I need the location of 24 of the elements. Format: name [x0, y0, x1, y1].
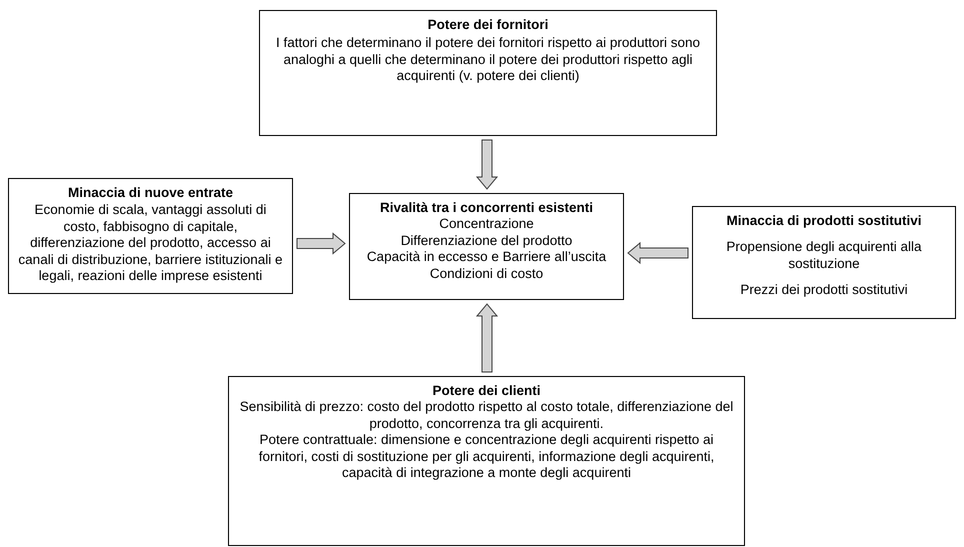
list-item: Propensione degli acquirenti alla sostituzione — [725, 239, 923, 272]
box-heading: Potere dei fornitori — [428, 17, 548, 34]
list-item: Differenziazione del prodotto — [400, 232, 572, 250]
text-box — [8, 178, 293, 294]
text-box — [349, 193, 624, 300]
block-arrow — [296, 232, 346, 255]
block-arrow — [476, 140, 498, 190]
box-text: Potere contrattuale: dimensione e concentrazione degli acquirenti rispetto ai fornitori, costi di sostituzione per gli acquirenti, informazione degli acquirenti, capacità di integrazione a monte degli acquirenti — [258, 432, 716, 482]
box-text: Economie di scala, vantaggi assoluti di costo, fabbisogno di capitale, differenziazione del prodotto, accesso ai canali di distribuzione, barriere istituzionali e legali, reazioni delle imprese esistenti — [17, 202, 284, 285]
list-item: Condizioni di costo — [430, 266, 544, 282]
box-text: Sensibilità di prezzo: costo del prodotto rispetto al costo totale, differenziazione del prodotto, concorrenza tra gli acquirenti. — [238, 399, 734, 432]
list-item: Concentrazione — [439, 216, 534, 233]
box-heading: Minaccia di prodotti sostitutivi — [726, 213, 922, 230]
text-box — [259, 10, 717, 136]
block-arrow — [476, 303, 498, 372]
box-heading: Minaccia di nuove entrate — [68, 185, 234, 202]
text-box — [692, 206, 956, 319]
box-text: I fattori che determinano il potere dei fornitori rispetto ai produttori sono analoghi a quelli che determinano il potere dei produttori rispetto agli acquirenti (v. potere dei clienti) — [275, 35, 701, 85]
box-heading: Potere dei clienti — [432, 383, 541, 400]
box-heading: Rivalità tra i concorrenti esistenti — [380, 200, 594, 216]
list-item: Capacità in eccesso e Barriere all’uscita — [366, 249, 606, 266]
text-box — [228, 376, 745, 546]
block-arrow — [627, 242, 688, 264]
list-item: Prezzi dei prodotti sostitutivi — [740, 282, 908, 299]
